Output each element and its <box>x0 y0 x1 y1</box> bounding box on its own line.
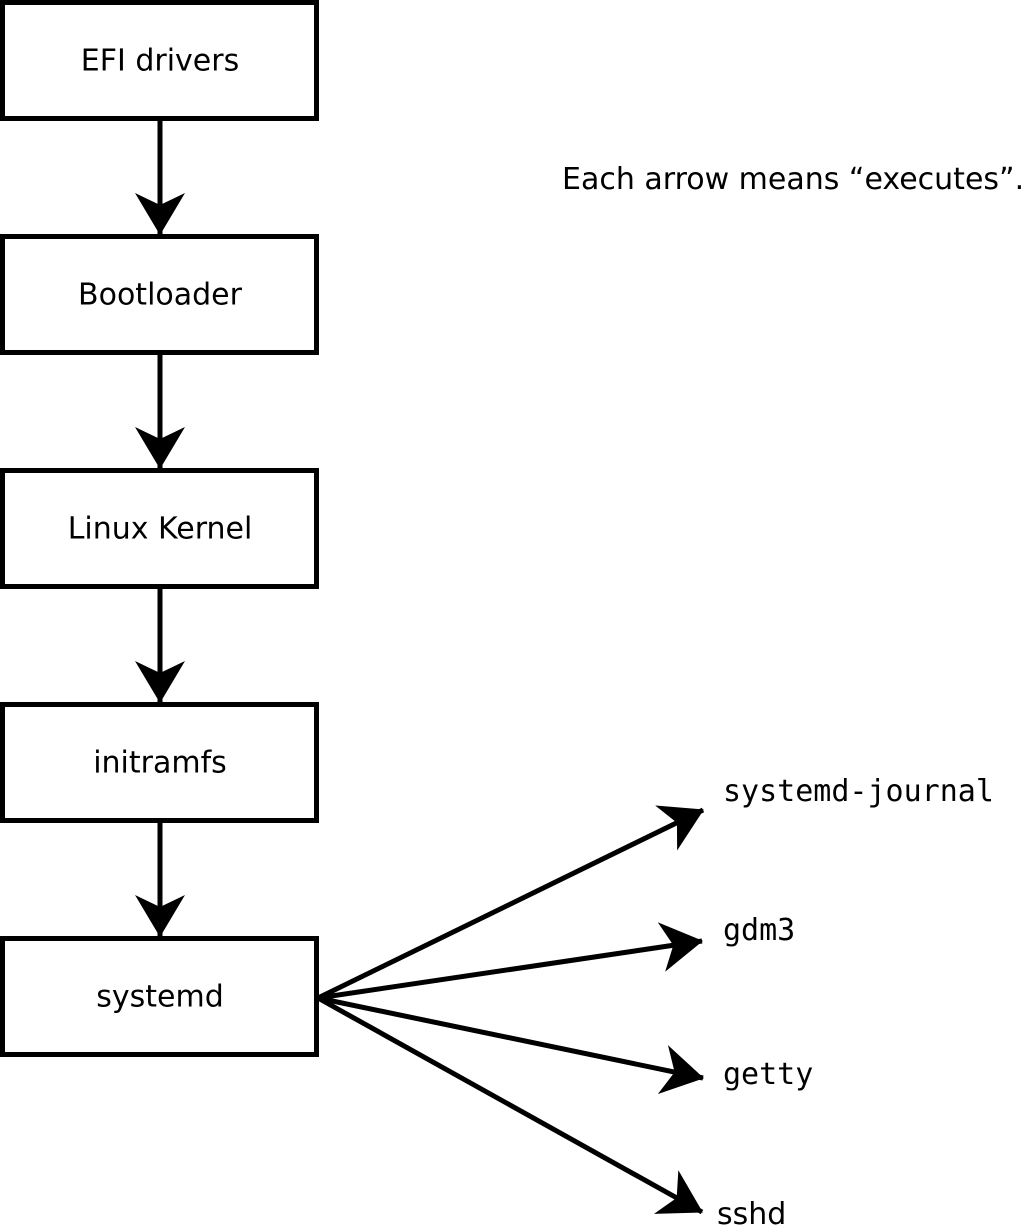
edge-systemd-to-gdm3 <box>317 922 703 1001</box>
edge-systemd-to-sshd <box>316 995 704 1215</box>
target-label-getty: getty <box>723 1057 813 1092</box>
node-box-initramfs <box>0 702 319 823</box>
node-label-efi-drivers: EFI drivers <box>81 44 239 79</box>
node-box-efi-drivers <box>0 0 319 121</box>
node-box-systemd <box>0 936 319 1057</box>
legend-note: Each arrow means “executes”. <box>562 162 1023 197</box>
node-box-linux-kernel <box>0 468 319 589</box>
edge-systemd-to-getty <box>317 995 704 1095</box>
node-label-linux-kernel: Linux Kernel <box>68 512 253 547</box>
node-label-initramfs: initramfs <box>93 746 227 781</box>
node-label-systemd: systemd <box>96 980 224 1015</box>
target-label-systemd-journal: systemd-journal <box>723 774 994 809</box>
node-label-bootloader: Bootloader <box>78 278 243 313</box>
target-label-gdm3: gdm3 <box>723 913 795 948</box>
target-label-sshd: sshd <box>717 1197 786 1230</box>
edge-systemd-to-systemd-journal <box>316 805 705 1001</box>
node-box-bootloader <box>0 234 319 355</box>
